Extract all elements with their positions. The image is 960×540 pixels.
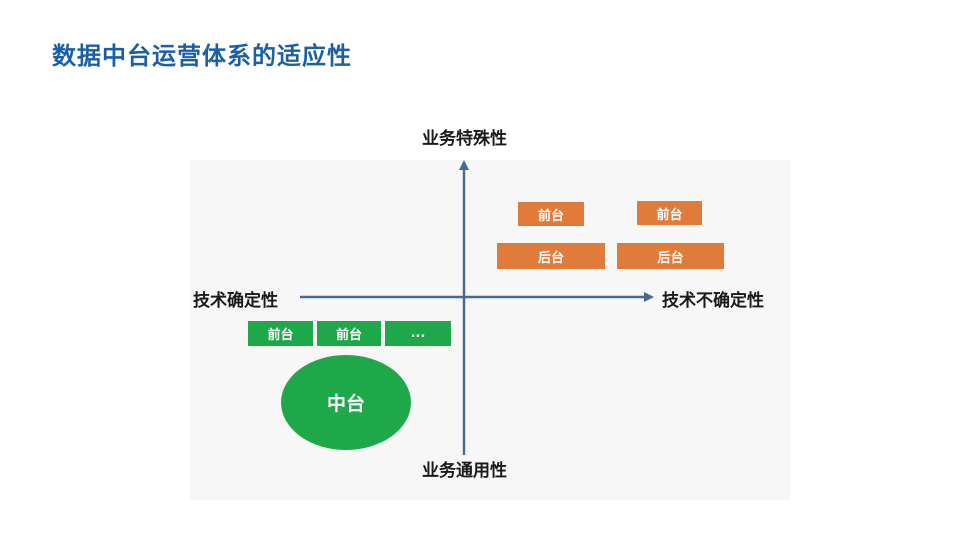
front-office-box: 前台 <box>518 202 584 226</box>
axis-label-bottom: 业务通用性 <box>422 461 507 481</box>
ellipsis-box: ... <box>385 321 451 346</box>
middle-platform-circle: 中台 <box>281 355 411 450</box>
page-title: 数据中台运营体系的适应性 <box>52 42 352 70</box>
front-office-box: 前台 <box>317 321 381 346</box>
back-office-box: 后台 <box>497 243 605 269</box>
front-office-box: 前台 <box>637 201 702 225</box>
axis-label-right: 技术不确定性 <box>662 291 764 311</box>
back-office-box: 后台 <box>617 243 724 269</box>
axis-label-left: 技术确定性 <box>193 291 278 311</box>
axis-label-top: 业务特殊性 <box>422 129 507 149</box>
front-office-box: 前台 <box>248 321 313 346</box>
